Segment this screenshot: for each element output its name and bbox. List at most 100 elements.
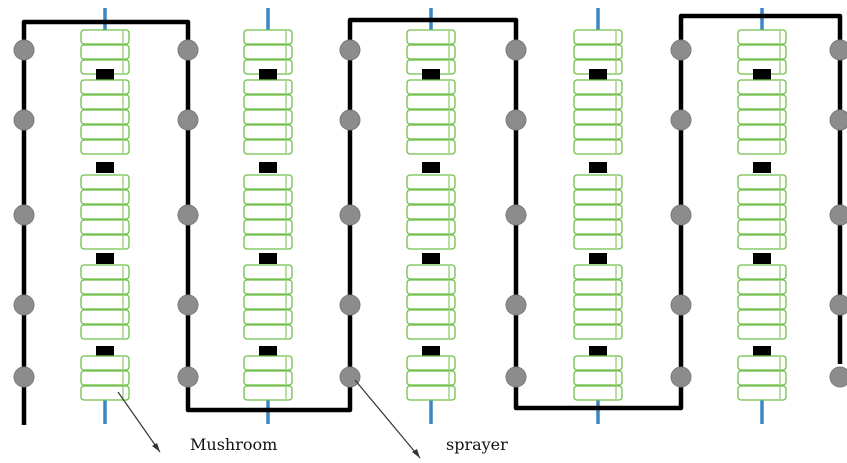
mushroom-log-3-7 bbox=[406, 124, 456, 140]
sprayer-node-1-2 bbox=[13, 109, 35, 131]
sprayer-node-4-5 bbox=[505, 366, 527, 388]
mushroom-log-4-8 bbox=[573, 139, 623, 155]
sprayer-pointer-line bbox=[354, 379, 421, 459]
pipe-network bbox=[21, 13, 843, 425]
mushroom-log-1-11 bbox=[80, 204, 130, 220]
sprayer-pointer-arrowhead bbox=[412, 449, 420, 458]
mushroom-log-3-2 bbox=[406, 44, 456, 60]
mushroom-log-3-19 bbox=[406, 355, 456, 371]
sprayer-node-4-1 bbox=[505, 39, 527, 61]
sprayer-node-2-4 bbox=[177, 294, 199, 316]
mushroom-log-3-16 bbox=[406, 294, 456, 310]
sprayer-node-5-1 bbox=[670, 39, 692, 61]
sprayer-node-3-2 bbox=[339, 109, 361, 131]
mushroom-log-3-9 bbox=[406, 174, 456, 190]
mushroom-log-2-15 bbox=[243, 279, 293, 295]
log-connector-4-1 bbox=[589, 69, 607, 80]
mushroom-log-4-16 bbox=[573, 294, 623, 310]
mushroom-log-5-1 bbox=[737, 29, 787, 45]
mushroom-log-4-10 bbox=[573, 189, 623, 205]
mushroom-log-5-16 bbox=[737, 294, 787, 310]
log-connector-2-4 bbox=[259, 346, 277, 357]
mushroom-pointer-arrowhead bbox=[152, 443, 160, 452]
sprayer-nodes bbox=[13, 39, 847, 388]
pipe-line bbox=[21, 13, 843, 425]
mushroom-log-2-8 bbox=[243, 139, 293, 155]
mushroom-log-2-6 bbox=[243, 109, 293, 125]
mushroom-log-4-13 bbox=[573, 234, 623, 250]
mushroom-log-3-21 bbox=[406, 385, 456, 401]
mushroom-log-2-16 bbox=[243, 294, 293, 310]
log-connector-4-3 bbox=[589, 253, 607, 264]
sprayer-node-6-4 bbox=[829, 294, 847, 316]
mushroom-log-3-10 bbox=[406, 189, 456, 205]
mushroom-log-3-18 bbox=[406, 324, 456, 340]
mushroom-log-5-19 bbox=[737, 355, 787, 371]
log-connector-3-4 bbox=[422, 346, 440, 357]
sprayer-node-6-3 bbox=[829, 204, 847, 226]
mushroom-log-1-21 bbox=[80, 385, 130, 401]
mushroom-log-5-4 bbox=[737, 79, 787, 95]
mushroom-log-4-19 bbox=[573, 355, 623, 371]
mushroom-column-4 bbox=[573, 29, 623, 401]
mushroom-log-4-18 bbox=[573, 324, 623, 340]
mushroom-log-5-15 bbox=[737, 279, 787, 295]
log-connector-5-1 bbox=[753, 69, 771, 80]
log-connector-3-3 bbox=[422, 253, 440, 264]
mushroom-log-2-11 bbox=[243, 204, 293, 220]
log-connector-1-2 bbox=[96, 162, 114, 173]
mushroom-log-5-2 bbox=[737, 44, 787, 60]
mushroom-log-1-20 bbox=[80, 370, 130, 386]
mushroom-log-3-4 bbox=[406, 79, 456, 95]
mushroom-log-5-9 bbox=[737, 174, 787, 190]
mushroom-log-1-19 bbox=[80, 355, 130, 371]
mushroom-column-3 bbox=[406, 29, 456, 401]
mushroom-log-4-20 bbox=[573, 370, 623, 386]
mushroom-log-3-17 bbox=[406, 309, 456, 325]
mushroom-log-1-12 bbox=[80, 219, 130, 235]
mushroom-log-3-11 bbox=[406, 204, 456, 220]
mushroom-column-2 bbox=[243, 29, 293, 401]
mushroom-log-3-6 bbox=[406, 109, 456, 125]
mushroom-log-2-7 bbox=[243, 124, 293, 140]
mushroom-log-5-20 bbox=[737, 370, 787, 386]
mushroom-log-2-5 bbox=[243, 94, 293, 110]
mushroom-log-1-14 bbox=[80, 264, 130, 280]
mushroom-log-1-2 bbox=[80, 44, 130, 60]
mushroom-log-3-13 bbox=[406, 234, 456, 250]
sprayer-node-5-5 bbox=[670, 366, 692, 388]
mushroom-log-4-7 bbox=[573, 124, 623, 140]
mushroom-log-4-21 bbox=[573, 385, 623, 401]
mushroom-log-5-14 bbox=[737, 264, 787, 280]
sprayer-node-2-5 bbox=[177, 366, 199, 388]
sprayer-node-6-1 bbox=[829, 39, 847, 61]
log-connector-5-3 bbox=[753, 253, 771, 264]
mushroom-pointer-line bbox=[117, 391, 161, 453]
mushroom-log-3-14 bbox=[406, 264, 456, 280]
sprayer-node-4-4 bbox=[505, 294, 527, 316]
mushroom-log-4-12 bbox=[573, 219, 623, 235]
log-connector-2-2 bbox=[259, 162, 277, 173]
sprayer-node-4-2 bbox=[505, 109, 527, 131]
sprayer-node-3-5 bbox=[339, 366, 361, 388]
mushroom-log-1-8 bbox=[80, 139, 130, 155]
mushroom-log-2-20 bbox=[243, 370, 293, 386]
mushroom-log-2-4 bbox=[243, 79, 293, 95]
mushroom-log-2-10 bbox=[243, 189, 293, 205]
mushroom-column-5 bbox=[737, 29, 787, 401]
mushroom-log-1-4 bbox=[80, 79, 130, 95]
sprayer-node-3-4 bbox=[339, 294, 361, 316]
sprayer-node-2-2 bbox=[177, 109, 199, 131]
mushroom-log-5-7 bbox=[737, 124, 787, 140]
mushroom-log-2-12 bbox=[243, 219, 293, 235]
mushroom-log-5-8 bbox=[737, 139, 787, 155]
mushroom-log-4-6 bbox=[573, 109, 623, 125]
sprayer-node-1-1 bbox=[13, 39, 35, 61]
sprayer-node-3-1 bbox=[339, 39, 361, 61]
mushroom-log-1-18 bbox=[80, 324, 130, 340]
mushroom-columns bbox=[80, 29, 787, 401]
mushroom-log-3-5 bbox=[406, 94, 456, 110]
mushroom-log-5-5 bbox=[737, 94, 787, 110]
log-connector-5-4 bbox=[753, 346, 771, 357]
sprayer-node-6-5 bbox=[829, 366, 847, 388]
